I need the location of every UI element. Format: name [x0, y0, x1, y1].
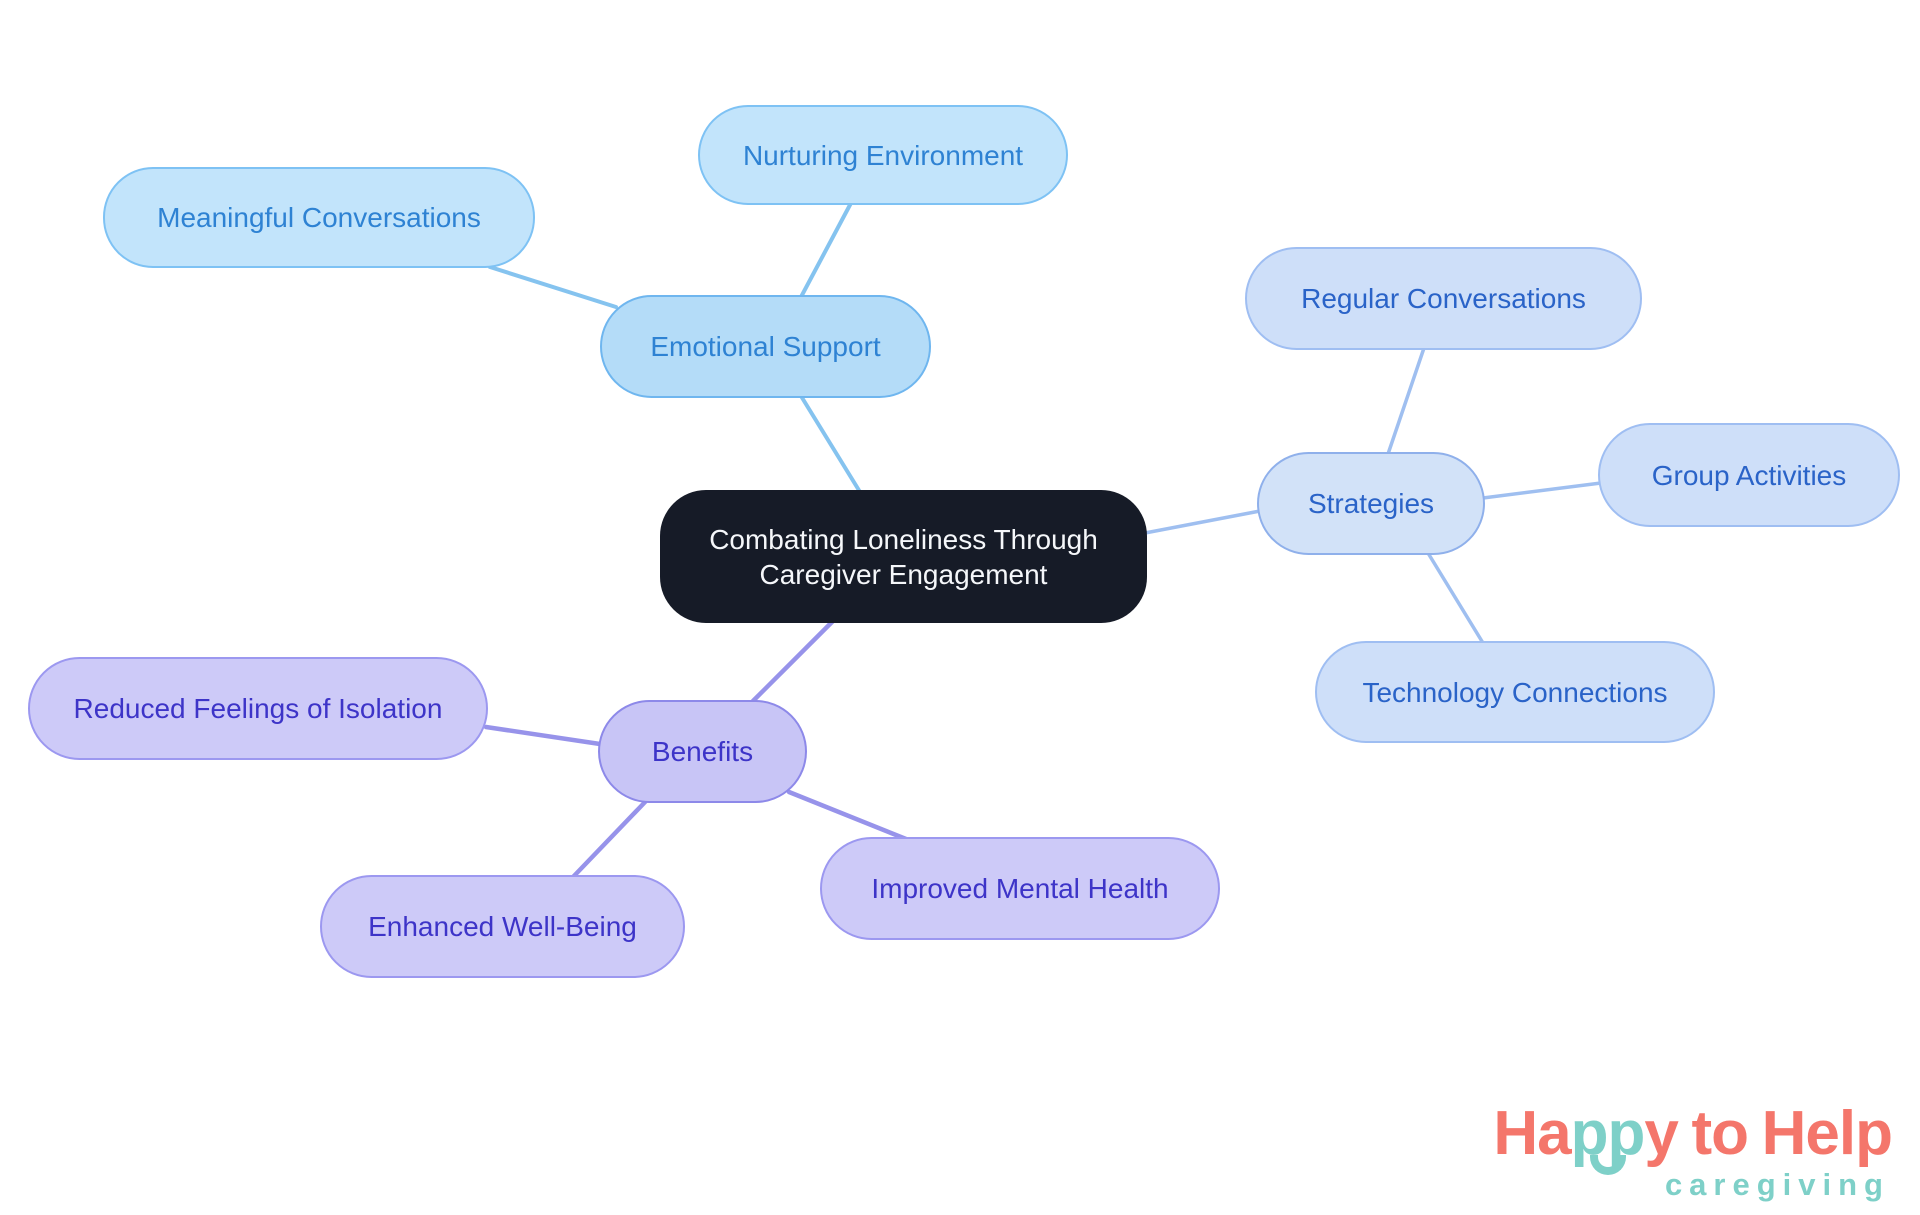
branch-label: Strategies: [1307, 488, 1435, 519]
child-label: Nurturing Environment: [742, 139, 1024, 171]
child-node-regular-conversations[interactable]: Regular Conversations: [1245, 247, 1642, 350]
child-node-group-activities[interactable]: Group Activities: [1598, 423, 1900, 527]
edge-meaningful-conversations: [488, 265, 618, 309]
edge-enhanced-wellbeing: [570, 798, 649, 880]
edge-nurturing-environment: [799, 201, 853, 299]
branch-label: Emotional Support: [650, 331, 881, 362]
branch-node-benefits[interactable]: Benefits: [598, 700, 807, 803]
logo-text-to: to: [1691, 1099, 1749, 1168]
smile-icon: [1589, 1155, 1626, 1175]
child-label: Group Activities: [1651, 459, 1847, 491]
edge-root-strategies: [1143, 509, 1262, 535]
logo-text-help: Help: [1761, 1099, 1893, 1168]
child-node-improved-mental-health[interactable]: Improved Mental Health: [820, 837, 1220, 940]
logo-text-pp: pp: [1571, 1099, 1645, 1175]
logo-text-ha: Ha: [1493, 1099, 1571, 1168]
branch-label: Benefits: [651, 736, 754, 767]
child-label: Technology Connections: [1362, 676, 1668, 708]
root-node-label: Combating Loneliness Through Caregiver E…: [709, 523, 1098, 590]
edge-regular-conversations: [1386, 346, 1426, 456]
root-node[interactable]: Combating Loneliness Through Caregiver E…: [660, 490, 1147, 623]
child-label: Improved Mental Health: [871, 873, 1169, 904]
edge-root-benefits: [750, 618, 836, 704]
branch-node-emotional-support[interactable]: Emotional Support: [600, 295, 931, 398]
child-node-technology-connections[interactable]: Technology Connections: [1315, 641, 1715, 743]
child-node-nurturing-environment[interactable]: Nurturing Environment: [698, 105, 1068, 205]
branch-node-strategies[interactable]: Strategies: [1257, 452, 1485, 555]
child-label: Meaningful Conversations: [157, 202, 481, 233]
edge-group-activities: [1481, 481, 1603, 500]
child-label: Enhanced Well-Being: [368, 911, 637, 942]
edge-reduced-isolation: [483, 724, 603, 747]
child-node-reduced-feelings-of-isolation[interactable]: Reduced Feelings of Isolation: [28, 657, 488, 760]
edge-improved-mental-health: [786, 789, 909, 842]
child-label: Regular Conversations: [1301, 283, 1586, 314]
logo-text-y: y: [1644, 1099, 1678, 1168]
child-node-enhanced-well-being[interactable]: Enhanced Well-Being: [320, 875, 685, 978]
child-label: Reduced Feelings of Isolation: [73, 693, 443, 724]
edge-root-emotional-support: [799, 394, 862, 494]
logo-tagline: caregiving: [1664, 1167, 1890, 1202]
edge-technology-connections: [1426, 551, 1485, 645]
child-node-meaningful-conversations[interactable]: Meaningful Conversations: [103, 167, 535, 268]
